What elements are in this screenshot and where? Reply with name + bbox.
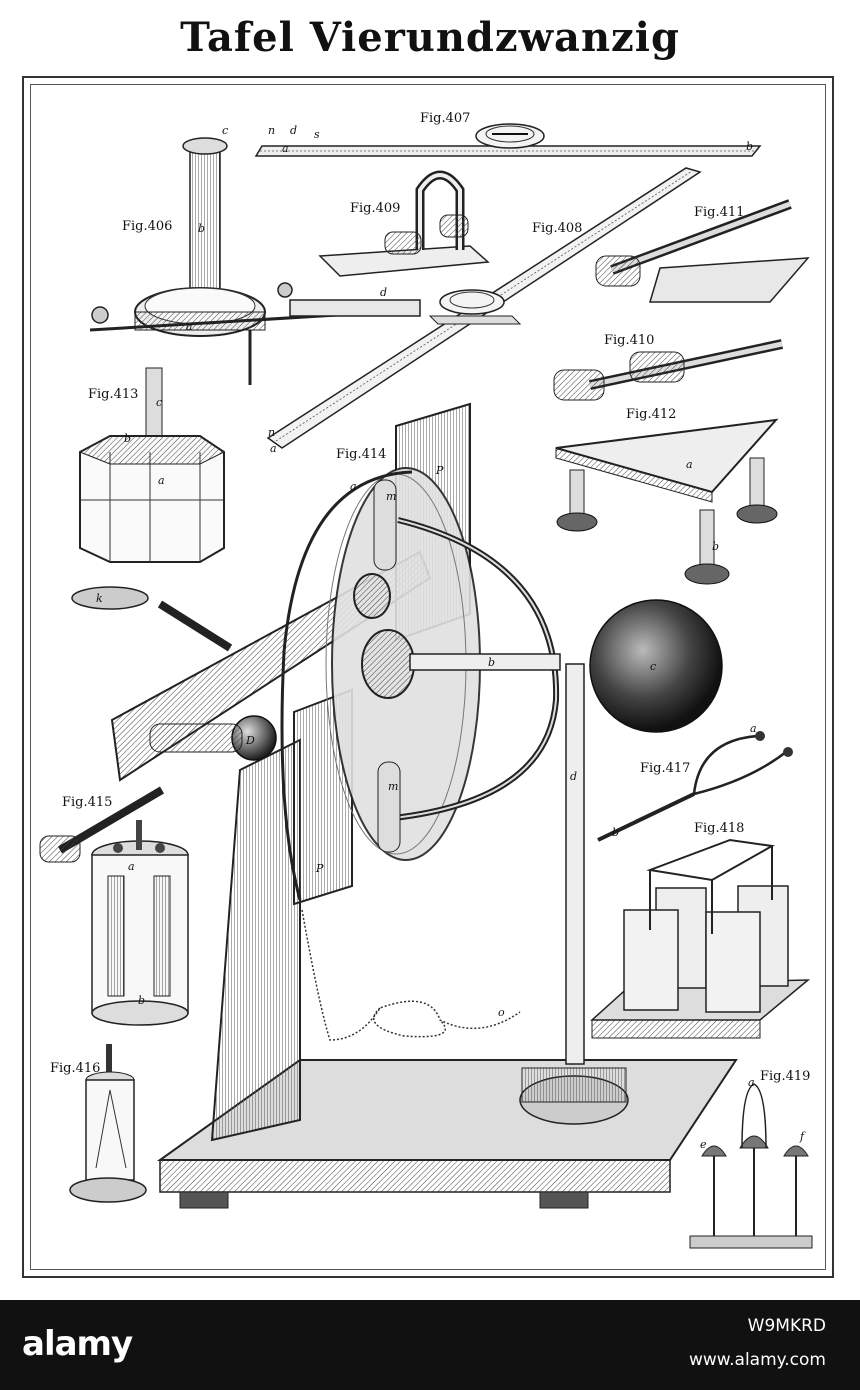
part-letter-k-414: k	[96, 592, 103, 605]
part-letter-c-406: c	[222, 124, 228, 137]
fig-413-label: Fig.413	[88, 387, 138, 402]
fig-406-label: Fig.406	[122, 219, 172, 234]
fig-417-drawing	[597, 731, 793, 842]
part-letter-o-414: o	[498, 1006, 505, 1019]
part-letter-d-406: d	[380, 286, 387, 299]
fig-411-label: Fig.411	[694, 205, 744, 220]
fig-415-label: Fig.415	[62, 795, 112, 810]
fig-411-drawing	[595, 199, 810, 303]
plate-title: Tafel Vierundzwanzig	[180, 14, 680, 61]
part-letter-b-417: b	[612, 826, 619, 839]
part-letter-a-415: a	[128, 860, 135, 873]
watermark-banner: alamy W9MKRD www.alamy.com	[0, 1300, 860, 1390]
part-letter-f-419: f	[799, 1130, 806, 1143]
part-letter-s-407: s	[314, 128, 320, 141]
part-letter-a-406: a	[186, 320, 193, 333]
fig-416-label: Fig.416	[50, 1061, 100, 1076]
fig-413-drawing	[78, 367, 225, 563]
part-letter-b-414: b	[488, 656, 495, 669]
part-letter-c-413: c	[156, 396, 162, 409]
part-letter-D-414: D	[245, 734, 255, 747]
part-letter-n-408: n	[268, 426, 275, 439]
part-letter-d-407: d	[290, 124, 297, 137]
fig-407-label: Fig.407	[420, 111, 470, 126]
part-letter-b-407: b	[746, 140, 753, 153]
plate-frame-outer	[22, 76, 834, 1278]
part-letter-d-414: d	[570, 770, 577, 783]
part-letter-b-415: b	[138, 994, 145, 1007]
part-letter-n-407: n	[268, 124, 275, 137]
engraving-plate: Fig.406 Fig.407 Fig.408 Fig.409 Fig.410 …	[39, 111, 813, 1249]
part-letter-m-414-top: m	[386, 490, 396, 503]
fig-406-drawing	[89, 137, 421, 385]
fig-409-drawing	[318, 170, 490, 277]
fig-415-drawing	[39, 786, 189, 1026]
fig-410-label: Fig.410	[604, 333, 654, 348]
fig-419-drawing	[689, 1083, 813, 1249]
fig-412-drawing	[555, 418, 779, 585]
part-letter-a-414: a	[350, 480, 357, 493]
part-letter-a-419: a	[748, 1076, 755, 1089]
part-letter-a-412: a	[686, 458, 693, 471]
fig-408-drawing	[266, 167, 702, 449]
part-letter-e-419: e	[700, 1138, 707, 1151]
fig-419-label: Fig.419	[760, 1069, 810, 1084]
part-letter-c-414: c	[650, 660, 656, 673]
fig-416-drawing	[69, 1044, 147, 1203]
fig-408-label: Fig.408	[532, 221, 582, 236]
part-letter-b-406: b	[198, 222, 205, 235]
fig-409-label: Fig.409	[350, 201, 400, 216]
fig-418-label: Fig.418	[694, 821, 744, 836]
image-id-label: W9MKRD	[747, 1316, 826, 1336]
part-letter-a-413: a	[158, 474, 165, 487]
fig-418-drawing	[590, 838, 811, 1039]
fig-414-label: Fig.414	[336, 447, 386, 462]
fig-410-drawing	[553, 339, 784, 401]
part-letter-p-414-bottom: P	[315, 862, 324, 875]
plate-frame-inner	[30, 84, 826, 1270]
part-letter-b-412: b	[712, 540, 719, 553]
fig-414-drawing	[71, 402, 738, 1209]
part-letter-a-407: a	[282, 142, 289, 155]
fig-407-drawing	[254, 123, 762, 157]
part-letter-b-413: b	[124, 432, 131, 445]
part-letter-m-414-bottom: m	[388, 780, 398, 793]
part-letter-p-414-top: P	[435, 464, 444, 477]
fig-417-label: Fig.417	[640, 761, 690, 776]
fig-412-label: Fig.412	[626, 407, 676, 422]
alamy-logo-icon: alamy	[22, 1324, 133, 1364]
part-letter-a-408: a	[270, 442, 277, 455]
site-url-label: www.alamy.com	[688, 1350, 826, 1370]
part-letter-a-417: a	[750, 722, 757, 735]
